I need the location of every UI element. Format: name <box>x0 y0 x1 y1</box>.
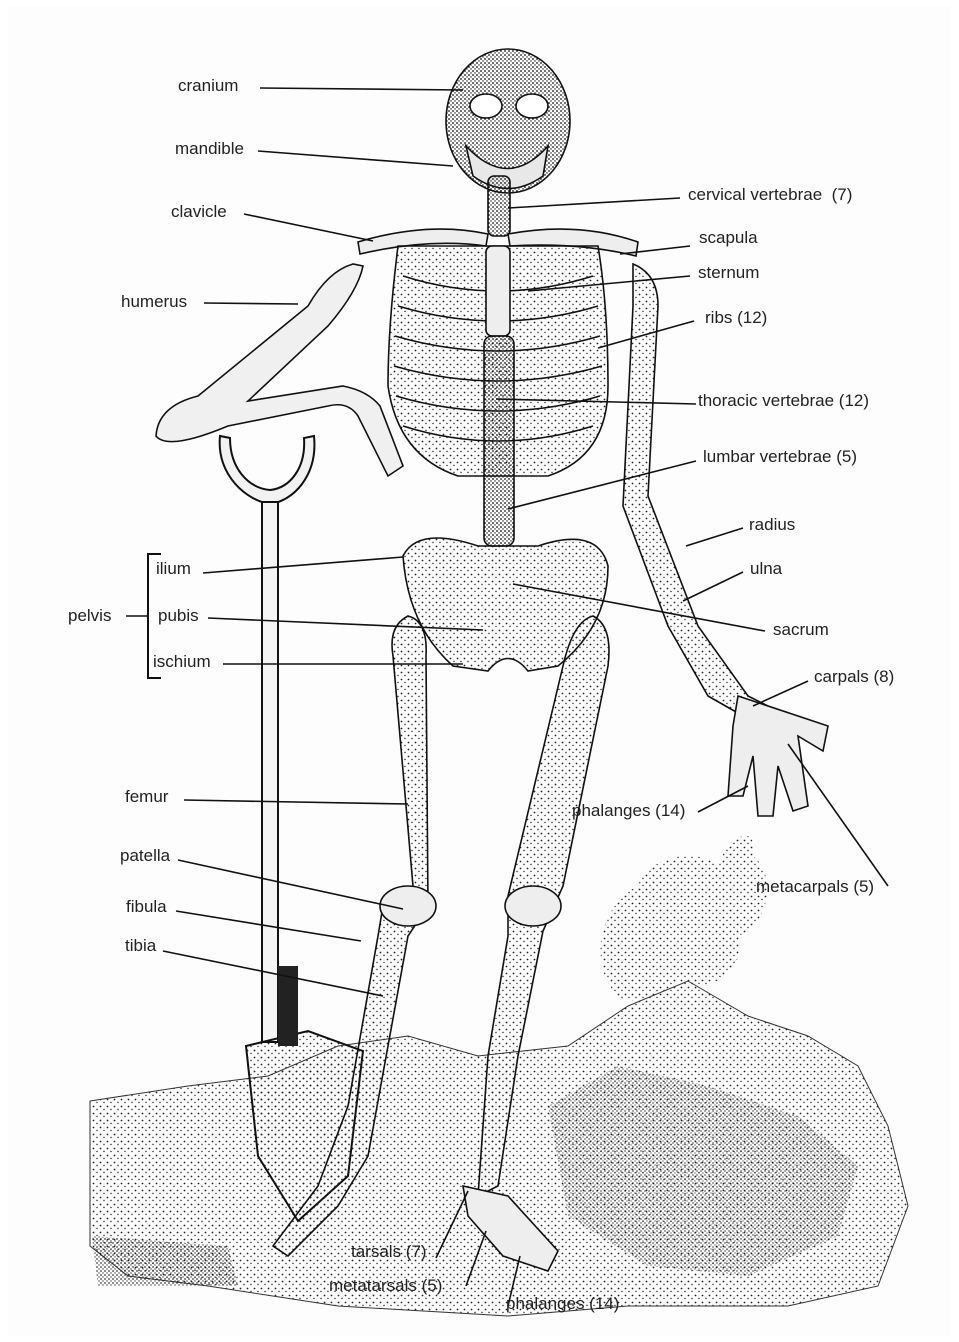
label-pubis: pubis <box>158 606 199 626</box>
label-phalanges-foot: phalanges (14) <box>506 1294 619 1314</box>
label-sacrum: sacrum <box>773 620 829 640</box>
label-fibula: fibula <box>126 897 167 917</box>
label-cervical-vertebrae: cervical vertebrae (7) <box>688 185 852 205</box>
label-carpals: carpals (8) <box>814 667 894 687</box>
label-metatarsals: metatarsals (5) <box>329 1276 442 1296</box>
label-ribs: ribs (12) <box>705 308 767 328</box>
label-pelvis: pelvis <box>68 606 111 626</box>
skeleton-diagram: cranium mandible clavicle humerus cervic… <box>8 6 951 1336</box>
skeleton-illustration <box>8 6 951 1336</box>
label-cranium: cranium <box>178 76 238 96</box>
label-ulna: ulna <box>750 559 782 579</box>
label-metacarpals: metacarpals (5) <box>756 877 874 897</box>
label-sternum: sternum <box>698 263 759 283</box>
label-ischium: ischium <box>153 652 211 672</box>
label-tarsals: tarsals (7) <box>351 1242 427 1262</box>
label-mandible: mandible <box>175 139 244 159</box>
label-radius: radius <box>749 515 795 535</box>
label-scapula: scapula <box>699 228 758 248</box>
label-humerus: humerus <box>121 292 187 312</box>
label-clavicle: clavicle <box>171 202 227 222</box>
label-lumbar-vertebrae: lumbar vertebrae (5) <box>703 447 857 467</box>
label-patella: patella <box>120 846 170 866</box>
label-thoracic-vertebrae: thoracic vertebrae (12) <box>698 391 869 411</box>
label-tibia: tibia <box>125 936 156 956</box>
label-femur: femur <box>125 787 168 807</box>
label-ilium: ilium <box>156 559 191 579</box>
label-phalanges-hand: phalanges (14) <box>572 801 685 821</box>
